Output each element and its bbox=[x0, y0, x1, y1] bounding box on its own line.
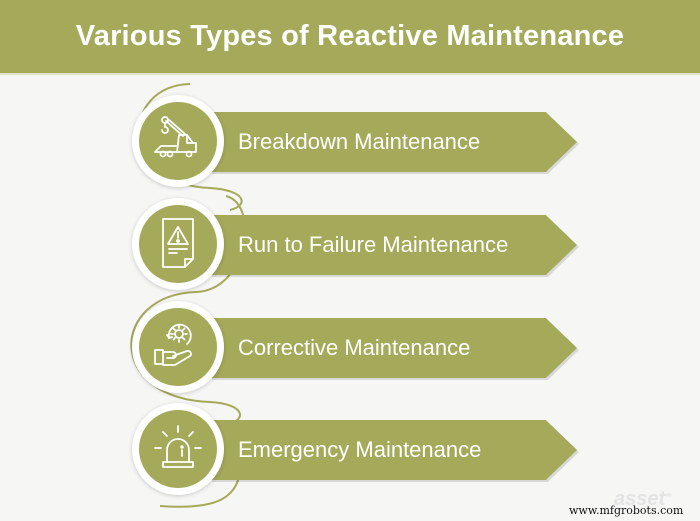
watermark-logo: asset∞ bbox=[614, 488, 672, 510]
icon-circle bbox=[139, 205, 217, 283]
icon-circle bbox=[139, 102, 217, 180]
list-item-emergency: Emergency Maintenance bbox=[0, 399, 700, 499]
banner bbox=[210, 215, 577, 275]
list-item-breakdown: Breakdown Maintenance bbox=[0, 91, 700, 191]
item-label: Breakdown Maintenance bbox=[238, 129, 481, 154]
list-item-run-to-failure: Run to Failure Maintenance bbox=[0, 194, 700, 294]
watermark-url: www.mfgrobots.com bbox=[569, 504, 684, 517]
page-title: Various Types of Reactive Maintenance bbox=[75, 20, 625, 52]
icon-circle bbox=[139, 308, 217, 386]
header-divider bbox=[0, 73, 700, 75]
icon-circle bbox=[139, 410, 217, 488]
item-label: Run to Failure Maintenance bbox=[238, 232, 509, 257]
banner bbox=[210, 112, 577, 172]
hand-gear-icon bbox=[154, 323, 192, 366]
warning-document-icon bbox=[162, 218, 194, 268]
header-banner: Various Types of Reactive Maintenance bbox=[0, 0, 700, 73]
list-item-corrective: Corrective Maintenance bbox=[0, 297, 700, 397]
banner bbox=[210, 318, 577, 378]
siren-icon bbox=[154, 425, 202, 468]
tow-truck-icon bbox=[154, 116, 197, 158]
item-label: Corrective Maintenance bbox=[238, 335, 471, 360]
banner bbox=[210, 420, 577, 480]
item-label: Emergency Maintenance bbox=[238, 437, 482, 462]
